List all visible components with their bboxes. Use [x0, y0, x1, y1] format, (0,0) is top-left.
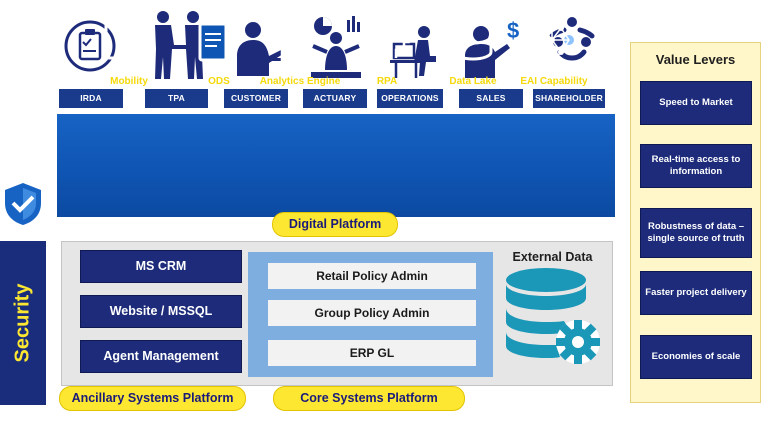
value-lever-faster-project-delivery: Faster project delivery	[640, 271, 752, 315]
core-item-retail-policy-admin: Retail Policy Admin	[268, 263, 476, 289]
document-stack-icon	[198, 16, 234, 62]
digital-item-label-data-lake: Data Lake	[449, 76, 497, 87]
stakeholder-label-operations: OPERATIONS	[377, 89, 443, 108]
stakeholder-label-customer: CUSTOMER	[224, 89, 288, 108]
core-item-erp-gl: ERP GL	[268, 340, 476, 366]
digital-item-label-ods: ODS	[208, 76, 230, 87]
ancillary-item-agent-management: Agent Management	[80, 340, 242, 373]
stakeholder-label-shareholder: SHAREHOLDER	[533, 89, 605, 108]
core-platform-title: Core Systems Platform	[273, 386, 465, 411]
digital-item-label-analytics-engine: Analytics Engine	[259, 76, 341, 87]
digital-item-label-eai-capability: EAI Capability	[520, 76, 588, 87]
handshake-icon	[155, 11, 203, 79]
security-bar: Security	[0, 241, 46, 405]
ancillary-item-website-mssql: Website / MSSQL	[80, 295, 242, 328]
ancillary-item-ms-crm: MS CRM	[80, 250, 242, 283]
value-lever-economies-of-scale: Economies of scale	[640, 335, 752, 379]
value-lever-real-time-access: Real-time access to information	[640, 144, 752, 188]
person-laptop-icon	[237, 22, 283, 76]
network-nodes-icon	[532, 13, 574, 65]
digital-platform-band	[57, 114, 615, 217]
person-dollar-icon: $	[465, 18, 519, 78]
core-item-group-policy-admin: Group Policy Admin	[268, 300, 476, 326]
value-lever-robustness-of-data: Robustness of data – single source of tr…	[640, 208, 752, 258]
robot-head-icon	[367, 16, 411, 58]
ancillary-platform-title: Ancillary Systems Platform	[59, 386, 246, 411]
brain-gear-icon	[272, 14, 315, 62]
digital-platform-title: Digital Platform	[272, 212, 398, 237]
stakeholder-label-tpa: TPA	[145, 89, 208, 108]
stakeholder-label-sales: SALES	[459, 89, 523, 108]
digital-item-label-mobility: Mobility	[110, 76, 148, 87]
shield-check-icon	[5, 183, 41, 225]
svg-text:$: $	[507, 18, 519, 43]
digital-item-label-rpa: RPA	[376, 76, 398, 87]
stakeholder-label-irda: IRDA	[59, 89, 123, 108]
database-gear-icon	[506, 268, 600, 364]
value-lever-speed-to-market: Speed to Market	[640, 81, 752, 125]
person-charts-icon	[311, 16, 361, 78]
clipboard-check-icon	[64, 20, 116, 72]
external-data-label: External Data	[512, 250, 593, 264]
stakeholder-label-actuary: ACTUARY	[303, 89, 367, 108]
value-levers-title: Value Levers	[655, 52, 736, 67]
mobile-gear-icon	[104, 16, 152, 60]
security-label: Security	[11, 283, 34, 363]
database-icon	[453, 14, 493, 61]
